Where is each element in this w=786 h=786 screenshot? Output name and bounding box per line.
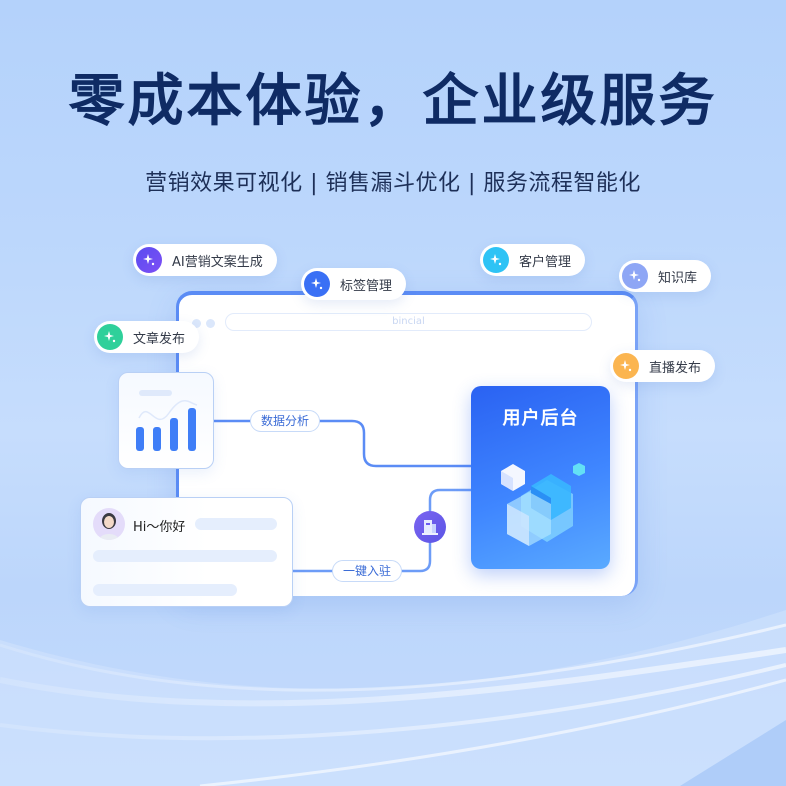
user-backend-card[interactable]: 用户后台 [471,386,610,569]
sparkle-icon [483,247,509,273]
pill-customer-management[interactable]: 客户管理 [480,244,586,276]
cube-illustration [501,463,585,546]
page-headline: 零成本体验，企业级服务 [68,69,718,134]
building-icon [414,511,446,543]
chat-placeholder-line [93,550,277,562]
bar-chart-icon [136,390,198,451]
chat-card: Hi～你好 [80,497,293,607]
pill-label: 客户管理 [519,254,572,270]
pill-label: 标签管理 [340,278,393,294]
url-bar[interactable]: bincial [225,313,592,331]
window-dot [206,319,215,328]
chat-placeholder-line [195,518,277,530]
chat-greeting: Hi～你好 [133,520,186,535]
data-analysis-tag: 数据分析 [250,410,321,432]
pill-tag-management[interactable]: 标签管理 [301,268,407,300]
pill-label: 知识库 [658,270,698,286]
page-subline: 营销效果可视化 | 销售漏斗优化 | 服务流程智能化 [145,171,641,196]
pill-label: AI营销文案生成 [172,254,263,270]
sparkle-icon [622,263,648,289]
user-backend-title: 用户后台 [502,408,579,429]
pill-ai-copywriting[interactable]: AI营销文案生成 [133,244,277,276]
pill-label: 直播发布 [649,360,702,376]
pill-knowledge-base[interactable]: 知识库 [619,260,712,292]
analytics-card [118,372,214,469]
pill-live-publish[interactable]: 直播发布 [610,350,716,382]
sparkle-icon [97,324,123,350]
window-dot [192,319,201,328]
sparkle-icon [136,247,162,273]
sparkle-icon [304,271,330,297]
one-click-join-tag[interactable]: 一键入驻 [332,560,403,582]
avatar [93,508,125,540]
pill-label: 文章发布 [133,331,186,347]
sparkle-icon [613,353,639,379]
chat-placeholder-line [93,584,237,596]
pill-article-publish[interactable]: 文章发布 [94,321,200,353]
